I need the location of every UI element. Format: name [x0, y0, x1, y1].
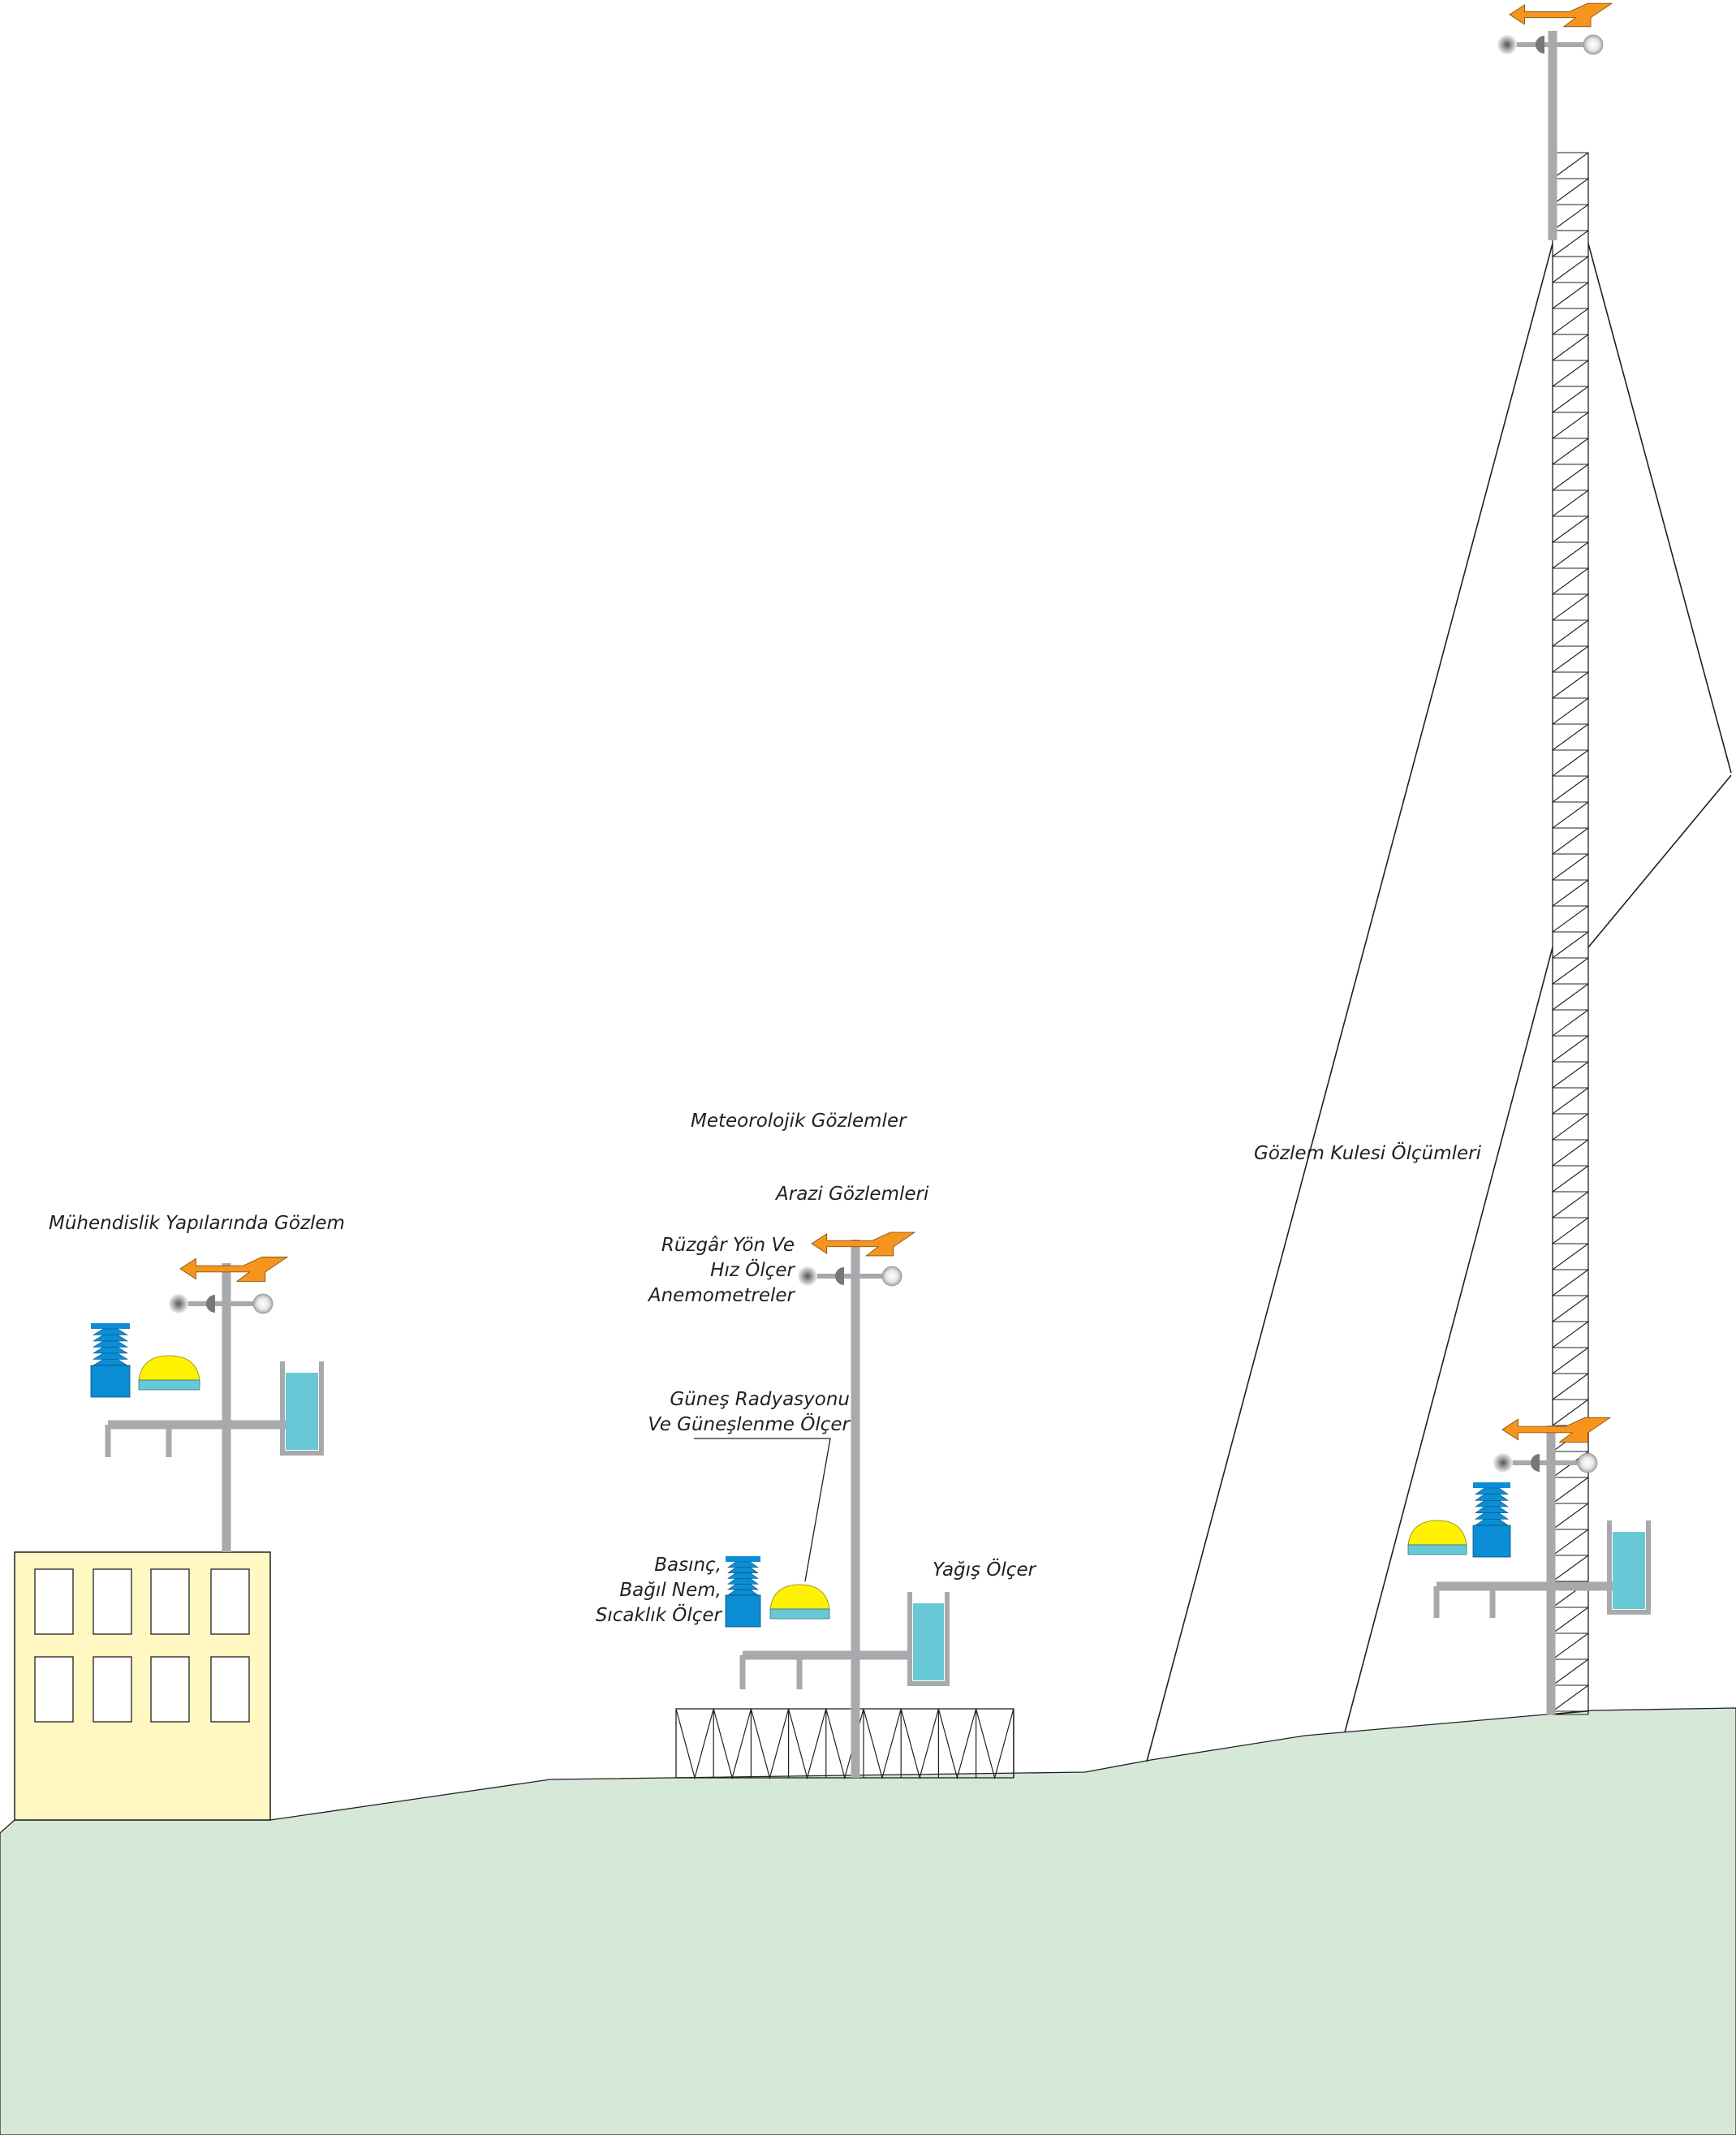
station-tower-mid — [1407, 1417, 1651, 1714]
label-pht-line3: Sıcaklık Ölçer — [596, 1603, 723, 1626]
anemometer-icon — [1583, 34, 1604, 55]
building-windows — [34, 1568, 250, 1723]
thermo-fin — [92, 1335, 129, 1342]
anemometer-icon — [169, 1294, 188, 1313]
thermo-fin — [1475, 1500, 1509, 1507]
truss-frame — [675, 1708, 1014, 1779]
rain-gauge-icon — [1607, 1520, 1651, 1615]
label-field-observation: Arazi Gözlemleri — [774, 1184, 929, 1205]
building-window — [150, 1568, 190, 1635]
anemometer-icon — [798, 1266, 817, 1286]
thermo-fin — [727, 1578, 759, 1585]
solar-sensor-base — [1407, 1544, 1467, 1555]
thermo-hygrometer-icon — [91, 1323, 130, 1329]
thermo-fin — [727, 1589, 759, 1596]
wind-vane-icon — [1501, 1417, 1612, 1443]
solar-sensor-icon — [138, 1355, 200, 1381]
thermo-fin — [727, 1567, 759, 1573]
solar-sensor-icon — [1407, 1520, 1467, 1546]
anemometer-hub — [206, 1295, 215, 1313]
label-wind-line1: Rüzgâr Yön Ve — [661, 1235, 795, 1256]
building-window — [150, 1656, 190, 1723]
rain-gauge-water — [1613, 1532, 1645, 1609]
tower-lattice — [1552, 152, 1589, 1715]
label-wind-line2: Hız Ölçer — [710, 1258, 795, 1281]
wind-vane-icon — [811, 1231, 916, 1257]
wind-vane-icon — [179, 1257, 289, 1282]
label-engineering-observation: Mühendislik Yapılarında Gözlem — [49, 1213, 345, 1234]
thermo-body — [725, 1594, 761, 1628]
label-pht-line1: Basınç, — [654, 1555, 722, 1576]
anemometer-icon — [1493, 1453, 1513, 1473]
main-title: Meteorolojik Gözlemler — [691, 1111, 907, 1132]
label-wind-line3: Anemometreler — [647, 1285, 796, 1306]
solar-leader-line — [694, 1438, 831, 1582]
truss-bracing — [675, 1708, 1014, 1780]
label-tower-measurements: Gözlem Kulesi Ölçümleri — [1254, 1141, 1482, 1164]
solar-sensor-icon — [769, 1584, 830, 1610]
station-field — [725, 1231, 950, 1778]
thermo-fin — [727, 1584, 759, 1590]
thermo-fin — [1475, 1487, 1509, 1494]
label-pht-line2: Bağıl Nem, — [619, 1580, 722, 1601]
rain-gauge-water — [913, 1603, 944, 1680]
station-building — [90, 1257, 324, 1552]
anemometer-hub — [1531, 1454, 1540, 1472]
thermo-fin — [92, 1359, 129, 1366]
building — [14, 1551, 271, 1821]
anemometer-hub — [1536, 36, 1544, 54]
rain-gauge-icon — [907, 1592, 950, 1686]
thermo-fin — [1475, 1512, 1509, 1520]
building-window — [210, 1568, 250, 1635]
thermo-fin — [727, 1572, 759, 1579]
thermo-fin — [92, 1347, 129, 1354]
thermo-fin — [1475, 1506, 1509, 1513]
thermo-fin — [1475, 1494, 1509, 1501]
rain-gauge-water — [286, 1373, 318, 1450]
building-window — [93, 1568, 132, 1635]
field-truss-platform — [675, 1708, 1014, 1780]
anemometer-icon — [252, 1293, 274, 1314]
solar-sensor-base — [769, 1608, 830, 1620]
building-window — [210, 1656, 250, 1723]
thermo-fin — [92, 1352, 129, 1360]
building-window — [34, 1568, 74, 1635]
label-solar-line2: Ve Güneşlenme Ölçer — [648, 1413, 851, 1435]
rain-gauge-icon — [280, 1361, 324, 1456]
station-tower-top — [1497, 2, 1613, 240]
observation-tower — [1552, 152, 1589, 1715]
thermo-hygrometer-icon — [1473, 1482, 1510, 1488]
thermo-body — [1472, 1525, 1511, 1558]
building-window — [34, 1656, 74, 1723]
label-solar-line1: Güneş Radyasyonu — [670, 1389, 850, 1410]
anemometer-icon — [1497, 35, 1517, 54]
tower-guy-wires — [1146, 243, 1732, 1762]
thermo-fin — [1475, 1519, 1509, 1526]
thermo-body — [90, 1365, 131, 1398]
anemometer-icon — [1577, 1452, 1598, 1473]
thermo-fin — [727, 1561, 759, 1568]
wind-vane-icon — [1509, 2, 1613, 28]
anemometer-hub — [835, 1267, 844, 1285]
thermo-fin — [92, 1328, 129, 1335]
thermo-fin — [92, 1340, 129, 1348]
thermo-hygrometer-icon — [726, 1556, 760, 1562]
solar-sensor-base — [138, 1379, 200, 1391]
label-rain-gauge: Yağış Ölçer — [933, 1558, 1037, 1581]
anemometer-icon — [881, 1266, 902, 1287]
building-window — [93, 1656, 132, 1723]
